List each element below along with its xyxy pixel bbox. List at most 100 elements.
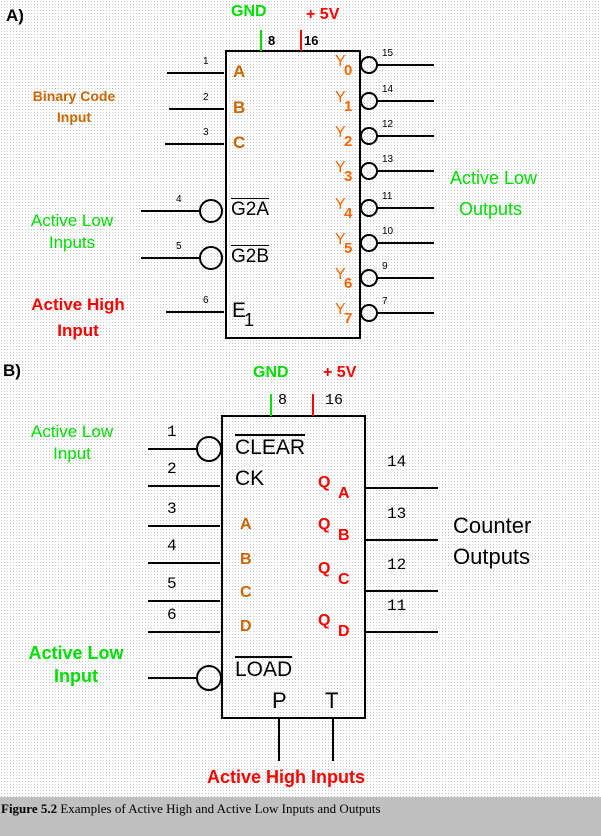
pin-number-14: 14: [382, 84, 394, 95]
pin-number-7: 7: [382, 296, 388, 307]
pin-number-2: 2: [203, 92, 209, 103]
pin-number-10: 10: [382, 226, 394, 237]
output-subscript-6: 6: [344, 275, 353, 292]
pin-number-11: 11: [387, 597, 407, 615]
output-subscript-D: D: [338, 623, 350, 640]
binary-code-line2: Input: [56, 109, 92, 125]
active-low-top-line2: Input: [53, 444, 91, 463]
counter-outputs-label: Counter Outputs: [453, 510, 531, 572]
pin-name-C: C: [233, 133, 246, 152]
gnd-pin-a: 8: [268, 33, 276, 48]
active-low-line2: Inputs: [48, 233, 96, 252]
pin-number-1: 1: [203, 56, 209, 67]
pin-number-13: 13: [382, 154, 394, 165]
active-low-outputs-line2: Outputs: [459, 199, 523, 219]
t-pin-label: T: [325, 688, 339, 713]
pin-name-A: A: [233, 62, 246, 81]
figure-a-label: A): [6, 6, 24, 25]
active-high-inputs-label: Active High Inputs: [207, 767, 366, 787]
active-low-line1: Active Low: [30, 211, 114, 230]
output-subscript-7: 7: [344, 310, 353, 327]
pin-name-LOAD: LOAD: [235, 658, 293, 681]
active-low-bottom-line1: Active Low: [28, 643, 124, 663]
output-bubble-Y4: [360, 199, 378, 217]
pin-number-4: 4: [167, 537, 177, 555]
pin-name-G2B: G2B: [231, 246, 270, 267]
pin-number-6: 6: [167, 606, 177, 624]
figure-b-label: B): [3, 361, 21, 380]
output-subscript-5: 5: [344, 240, 353, 257]
inversion-bubble-LOAD: [196, 665, 222, 691]
output-name-Y1: Y: [335, 89, 346, 106]
pin-number-12: 12: [387, 556, 407, 574]
inversion-bubble-CLEAR: [196, 436, 222, 462]
pin-number-9: 9: [382, 261, 388, 272]
pin-name-CK: CK: [235, 467, 265, 490]
gnd-label-a: GND: [231, 3, 267, 20]
vcc-pin-a: 16: [304, 33, 319, 48]
pin-number-4: 4: [176, 194, 182, 205]
output-bubble-Y0: [360, 56, 378, 74]
binary-code-line1: Binary Code: [32, 88, 116, 104]
figure-caption: Figure 5.2 Examples of Active High and A…: [0, 797, 601, 836]
output-subscript-C: C: [338, 571, 350, 588]
chip-a-body: [225, 50, 361, 339]
gnd-label-b: GND: [253, 364, 289, 381]
output-name-Y4: Y: [335, 196, 346, 213]
pin-name-E: E: [232, 299, 247, 322]
pin-name-A: A: [240, 516, 252, 533]
active-high-line2: Input: [57, 321, 99, 340]
pin-number-13: 13: [387, 505, 407, 523]
pin-number-5: 5: [167, 575, 177, 593]
counter-outputs-line1: Counter: [453, 513, 532, 538]
output-name-QB: Q: [318, 516, 331, 533]
active-high-input-label: Active High Input: [24, 292, 132, 344]
caption-prefix: Figure 5.2: [1, 801, 58, 816]
pin-name-G2A: G2A: [231, 199, 270, 220]
output-bubble-Y3: [360, 162, 378, 180]
output-subscript-1: 1: [344, 98, 353, 115]
pin-number-11: 11: [382, 191, 393, 202]
active-low-input-label-bottom: Active Low Input: [24, 642, 128, 688]
p-pin-label: P: [272, 688, 287, 713]
pin-number-1: 1: [167, 423, 177, 441]
pin-number-3: 3: [167, 500, 177, 518]
caption-text: Figure 5.2 Examples of Active High and A…: [1, 801, 381, 817]
inversion-bubble-G2A: [199, 199, 223, 223]
gnd-pin-b: 8: [278, 392, 288, 409]
output-name-Y5: Y: [335, 231, 346, 248]
inversion-bubble-G2B: [199, 246, 223, 270]
output-bubble-Y7: [360, 304, 378, 322]
active-low-inputs-label: Active Low Inputs: [24, 210, 120, 254]
pin-number-15: 15: [382, 48, 394, 59]
active-low-bottom-line2: Input: [54, 666, 98, 686]
pin-name-C: C: [240, 584, 252, 601]
pin-name-D: D: [240, 618, 252, 635]
output-bubble-Y5: [360, 234, 378, 252]
output-subscript-3: 3: [344, 168, 353, 185]
pin-number-6: 6: [203, 295, 209, 306]
output-name-Y2: Y: [335, 124, 346, 141]
output-bubble-Y2: [360, 127, 378, 145]
output-subscript-2: 2: [344, 133, 353, 150]
pin-number-5: 5: [176, 241, 182, 252]
pin-number-12: 12: [382, 119, 394, 130]
output-subscript-0: 0: [344, 62, 353, 79]
pin-number-2: 2: [167, 460, 177, 478]
output-name-Y6: Y: [335, 266, 346, 283]
counter-outputs-line2: Outputs: [453, 544, 531, 569]
output-bubble-Y1: [360, 92, 378, 110]
pin-name-CLEAR: CLEAR: [235, 436, 306, 459]
active-low-outputs-line1: Active Low: [450, 168, 538, 188]
pin-name-B: B: [240, 551, 252, 568]
pin-name-B: B: [233, 98, 246, 117]
pin-number-3: 3: [203, 127, 209, 138]
output-name-QA: Q: [318, 474, 331, 491]
caption-body: Examples of Active High and Active Low I…: [57, 801, 381, 816]
active-low-top-line1: Active Low: [30, 422, 114, 441]
active-low-outputs-label: Active Low Outputs: [450, 163, 537, 225]
output-name-Y0: Y: [335, 53, 346, 70]
output-subscript-A: A: [338, 485, 350, 502]
output-name-Y3: Y: [335, 159, 346, 176]
vcc-label-b: + 5V: [323, 364, 357, 381]
